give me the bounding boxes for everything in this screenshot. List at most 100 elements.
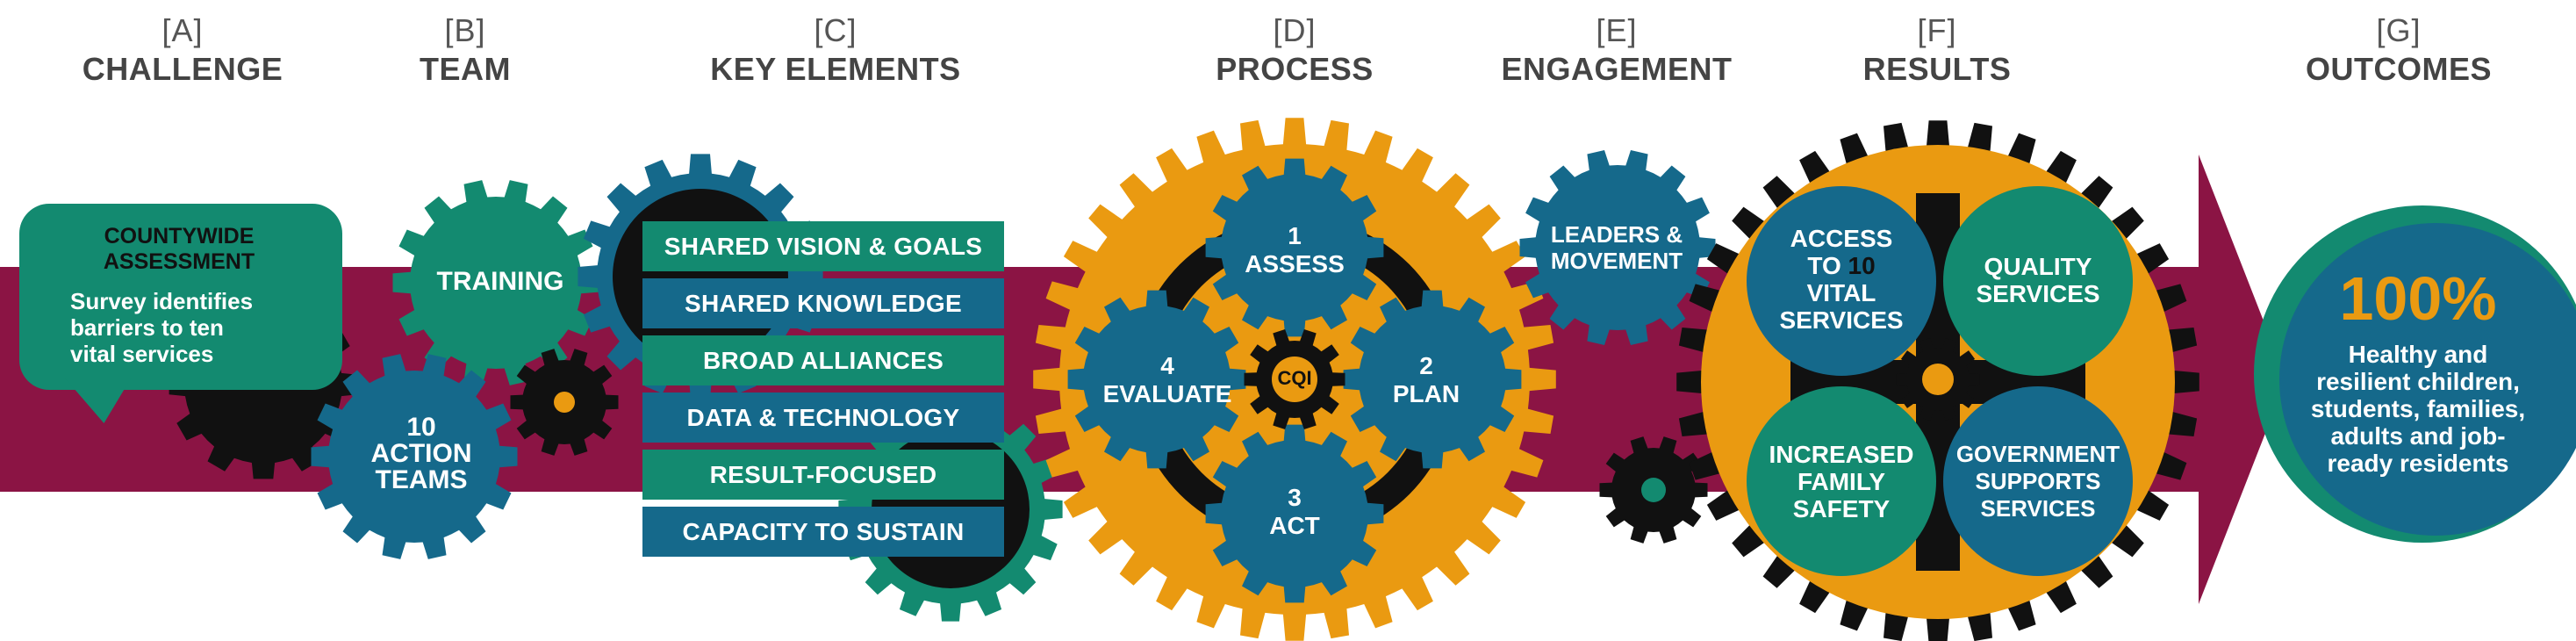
outcome-line: adults and job- [2330,422,2506,450]
process-step-label: EVALUATE [1102,380,1232,407]
access-number: 10 [1848,252,1876,279]
plan-gear-icon [1343,290,1522,469]
challenge-title-line: ASSESSMENT [103,249,255,274]
key-elements-list: SHARED VISION & GOALS SHARED KNOWLEDGE B… [642,221,1004,564]
access-line: SERVICES [1779,306,1904,334]
leaders-movement-label: LEADERS & MOVEMENT [1529,221,1704,274]
action-teams-gear-icon [311,354,518,559]
cqi-hub [1272,357,1317,402]
column-header-team: [B] TEAM [307,12,623,90]
process-step-evaluate: 4 EVALUATE [1084,352,1251,408]
access-line: ACCESS [1790,225,1893,252]
process-step-label: PLAN [1392,380,1460,407]
column-letter: [A] [161,12,204,48]
outcome-description: Healthy and resilient children, students… [2273,341,2563,477]
key-element-row: SHARED KNOWLEDGE [642,278,1004,328]
gear-hub [554,392,575,413]
challenge-body-line: barriers to ten [70,314,224,341]
process-step-act: 3 ACT [1233,484,1356,540]
access-to: TO [1807,252,1848,279]
action-teams-line: ACTION [370,439,472,468]
challenge-body-line: vital services [70,341,214,367]
column-title: KEY ELEMENTS [710,51,961,87]
column-letter: [E] [1596,12,1638,48]
column-header-outcomes: [G] OUTCOMES [2241,12,2557,90]
action-teams-label: 10 ACTION TEAMS [342,414,500,493]
safety-line: FAMILY [1797,468,1886,495]
training-label: TRAINING [436,267,564,296]
action-teams-line: TEAMS [375,465,468,494]
column-letter: [C] [814,12,857,48]
process-step-label: ACT [1269,512,1320,539]
column-header-challenge: [A] CHALLENGE [25,12,341,90]
cqi-label: CQI [1277,367,1312,389]
column-title: TEAM [420,51,511,87]
process-step-number: 1 [1288,222,1302,249]
gear-hub [1641,478,1666,502]
key-element-row: DATA & TECHNOLOGY [642,393,1004,443]
process-step-number: 3 [1288,484,1302,511]
quality-circle [1943,186,2133,376]
challenge-bubble [19,204,342,390]
challenge-title-line: COUNTYWIDE [104,224,255,248]
outcome-line: Healthy and [2348,341,2488,368]
leaders-line: MOVEMENT [1550,248,1683,274]
process-step-assess: 1 ASSESS [1224,222,1365,278]
safety-line: INCREASED [1769,441,1914,468]
process-step-number: 4 [1160,352,1174,379]
arrow-head [2199,155,2286,604]
safety-line: SAFETY [1792,495,1891,522]
column-letter: [D] [1273,12,1317,48]
access-services-label: ACCESS TO 10 VITAL SERVICES [1764,225,1919,334]
outcome-line: ready residents [2327,450,2509,477]
family-safety-label: INCREASED FAMILY SAFETY [1764,441,1919,522]
key-element-row: SHARED VISION & GOALS [642,221,1004,271]
quality-line: SERVICES [1976,280,2100,307]
column-letter: [B] [444,12,486,48]
column-letter: [G] [2376,12,2422,48]
column-title: OUTCOMES [2305,51,2492,87]
government-supports-label: GOVERNMENT SUPPORTS SERVICES [1950,441,2126,522]
government-line: SERVICES [1980,495,2096,522]
column-title: ENGAGEMENT [1501,51,1733,87]
column-header-process: [D] PROCESS [1137,12,1453,90]
action-teams-line: 10 [406,413,436,442]
gear-hub [1922,364,1954,395]
safety-circle [1747,386,1936,576]
government-circle [1943,386,2133,576]
assess-gear-icon [1205,158,1384,337]
access-line: VITAL [1806,279,1876,306]
process-step-plan: 2 PLAN [1365,352,1488,408]
access-circle [1747,186,1936,376]
challenge-body: Survey identifies barriers to ten vital … [70,288,334,367]
column-title: RESULTS [1862,51,2012,87]
quality-services-label: QUALITY SERVICES [1961,253,2115,307]
outcome-circle [2279,223,2576,536]
column-letter: [F] [1917,12,1957,48]
government-line: GOVERNMENT [1955,441,2120,467]
process-step-number: 2 [1419,352,1433,379]
challenge-body-line: Survey identifies [70,288,254,314]
evaluate-gear-icon [1067,290,1246,469]
outcome-line: students, families, [2310,395,2526,422]
challenge-title: COUNTYWIDE ASSESSMENT [39,224,319,275]
act-gear-icon [1205,424,1384,603]
process-step-label: ASSESS [1245,250,1345,277]
column-header-results: [F] RESULTS [1779,12,2095,90]
access-line: TO 10 [1764,252,1919,279]
column-header-key-elements: [C] KEY ELEMENTS [678,12,994,90]
outcome-line: resilient children, [2316,368,2520,395]
key-element-row: CAPACITY TO SUSTAIN [642,507,1004,557]
outcome-percent: 100% [2339,264,2497,333]
training-gear-icon [392,180,599,385]
government-line: SUPPORTS [1975,468,2101,494]
key-element-row: RESULT-FOCUSED [642,450,1004,500]
leaders-gear-icon [1519,150,1716,345]
column-title: CHALLENGE [82,51,283,87]
leaders-line: LEADERS & [1550,221,1683,248]
quality-line: QUALITY [1984,253,2092,280]
column-title: PROCESS [1216,51,1374,87]
key-element-row: BROAD ALLIANCES [642,335,1004,385]
